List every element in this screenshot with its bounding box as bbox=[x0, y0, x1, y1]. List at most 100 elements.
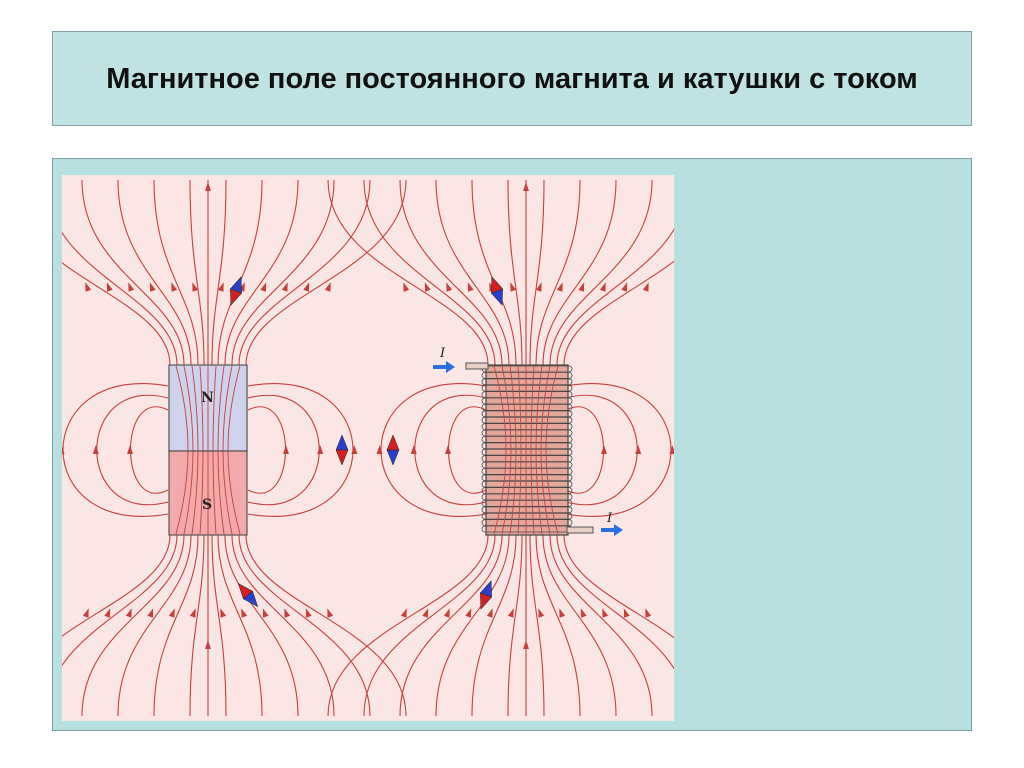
magnet-field-line-arrow bbox=[205, 640, 211, 650]
field-diagram-svg: N S I I bbox=[62, 179, 674, 717]
magnet-inner-line bbox=[175, 365, 189, 535]
coil-field-line-arrow bbox=[510, 282, 517, 292]
current-arrow-out bbox=[601, 524, 623, 536]
magnet-field-line-arrow bbox=[205, 182, 211, 192]
compass-needle bbox=[386, 434, 400, 466]
magnet-field-top-line bbox=[153, 179, 199, 366]
magnet-field-loop-arrow bbox=[92, 445, 99, 455]
coil-field-line-arrow bbox=[446, 282, 453, 292]
magnet-inner-line bbox=[191, 365, 199, 535]
magnet-field-line-arrow bbox=[149, 282, 156, 292]
coil-field-bottom-line bbox=[435, 534, 510, 717]
magnet-field-line-arrow bbox=[303, 282, 310, 292]
coil-field-bottom-line bbox=[556, 534, 674, 670]
coil-field-bottom-line bbox=[471, 534, 517, 717]
compass-needles bbox=[229, 276, 504, 610]
coil-field-loop-line bbox=[447, 406, 487, 494]
magnet-field-line-arrow bbox=[260, 282, 267, 292]
coil-field-loop-arrow bbox=[410, 445, 417, 455]
coil-field-line-arrow bbox=[424, 282, 431, 292]
coil-inner-line bbox=[517, 365, 522, 535]
magnet-field-line-arrow bbox=[106, 282, 113, 292]
coil-field-line-arrow bbox=[642, 282, 649, 292]
coil-field-line-arrow bbox=[538, 608, 545, 618]
coil-inner-line bbox=[493, 365, 507, 535]
coil-inner-line bbox=[535, 365, 543, 535]
compass-needle bbox=[479, 580, 493, 610]
magnet-field-loop-arrow bbox=[317, 445, 324, 455]
magnet-field-line-arrow bbox=[281, 282, 288, 292]
coil-turn bbox=[481, 378, 573, 386]
coil-field-line-arrow bbox=[578, 282, 585, 292]
coil-field-loop-line bbox=[414, 394, 487, 506]
coil-field-bottom-line bbox=[535, 534, 581, 717]
coil-field-loop-arrow bbox=[635, 445, 642, 455]
coil-turn bbox=[481, 384, 573, 392]
coil-turn bbox=[481, 474, 573, 482]
coil-field-bottom-line bbox=[363, 534, 496, 717]
coil-inner-line bbox=[530, 365, 535, 535]
coil-field-top-line bbox=[327, 179, 489, 366]
coil-field-top-line bbox=[549, 179, 653, 366]
magnet-field-line-arrow bbox=[324, 282, 331, 292]
coil-inner-line bbox=[545, 365, 559, 535]
coil-field-top-line bbox=[363, 179, 496, 366]
magnet-field-line-arrow bbox=[85, 282, 92, 292]
coil-field-line-arrow bbox=[599, 282, 606, 292]
magnet-inner-line bbox=[212, 365, 217, 535]
magnet-inner-line bbox=[217, 365, 225, 535]
magnet-field-bottom-line bbox=[217, 534, 263, 717]
coil-core bbox=[485, 364, 569, 536]
coil-inner-lines bbox=[493, 365, 559, 535]
coil-inner-line bbox=[540, 365, 551, 535]
coil-output-lead bbox=[566, 526, 594, 534]
coil-field-line-arrow bbox=[465, 608, 472, 618]
magnet-field-bottom-line bbox=[62, 534, 178, 667]
coil-turn bbox=[481, 371, 573, 379]
magnet-field-loop-arrow bbox=[283, 445, 289, 455]
magnet-field-line-arrow bbox=[147, 608, 154, 618]
north-pole-label: N bbox=[201, 390, 214, 406]
coil-field-line-arrow bbox=[535, 282, 542, 292]
magnet-field-bottom-line bbox=[211, 534, 227, 717]
magnet-field-top-line bbox=[245, 179, 407, 366]
title-box: Магнитное поле постоянного магнита и кат… bbox=[52, 31, 972, 126]
coil-field-top-line bbox=[435, 179, 510, 366]
coil-field-line-arrow bbox=[645, 608, 652, 618]
magnet-field-line-arrow bbox=[220, 608, 227, 618]
magnet-field-loop-line bbox=[62, 383, 169, 517]
magnet-field-line-arrow bbox=[327, 608, 334, 618]
coil-turn bbox=[481, 442, 573, 450]
magnet-field-top-line bbox=[238, 179, 371, 366]
coil-field-bottom-line bbox=[529, 534, 545, 717]
coil-field-loop-line bbox=[565, 383, 672, 517]
magnet-inner-line bbox=[222, 365, 233, 535]
magnet-field-line-arrow bbox=[171, 282, 178, 292]
magnet-field-line-arrow bbox=[189, 608, 196, 618]
coil-field-line-arrow bbox=[623, 608, 630, 618]
magnet-field-bottom-line bbox=[224, 534, 299, 717]
coil-field-line-arrow bbox=[486, 608, 493, 618]
coil-field-bottom-line bbox=[542, 534, 617, 717]
coil-field-line-arrow bbox=[467, 282, 474, 292]
magnet-field-top-line bbox=[117, 179, 192, 366]
permanent-magnet-group: N S bbox=[62, 179, 407, 717]
magnet-field-line-arrow bbox=[128, 282, 135, 292]
magnet-field-top-line bbox=[62, 231, 178, 366]
slide-title: Магнитное поле постоянного магнита и кат… bbox=[106, 62, 918, 95]
coil-field-top-line bbox=[542, 179, 617, 366]
coil-field-line-arrow bbox=[556, 282, 563, 292]
magnet-field-top-line bbox=[224, 179, 299, 366]
coil-field-bottom-line bbox=[563, 534, 674, 639]
coil-field-line-arrow bbox=[507, 608, 514, 618]
coil-field-lines bbox=[327, 179, 674, 717]
coil-field-line-arrow bbox=[621, 282, 628, 292]
coil-field-line-arrow bbox=[580, 608, 587, 618]
magnet-field-line-arrow bbox=[241, 608, 248, 618]
coil-inner-line bbox=[509, 365, 517, 535]
south-pole-label: S bbox=[202, 497, 212, 513]
compass-needle bbox=[335, 434, 349, 466]
coil-turn bbox=[481, 416, 573, 424]
magnet-inner-line bbox=[227, 365, 241, 535]
magnet-field-top-line bbox=[81, 179, 185, 366]
